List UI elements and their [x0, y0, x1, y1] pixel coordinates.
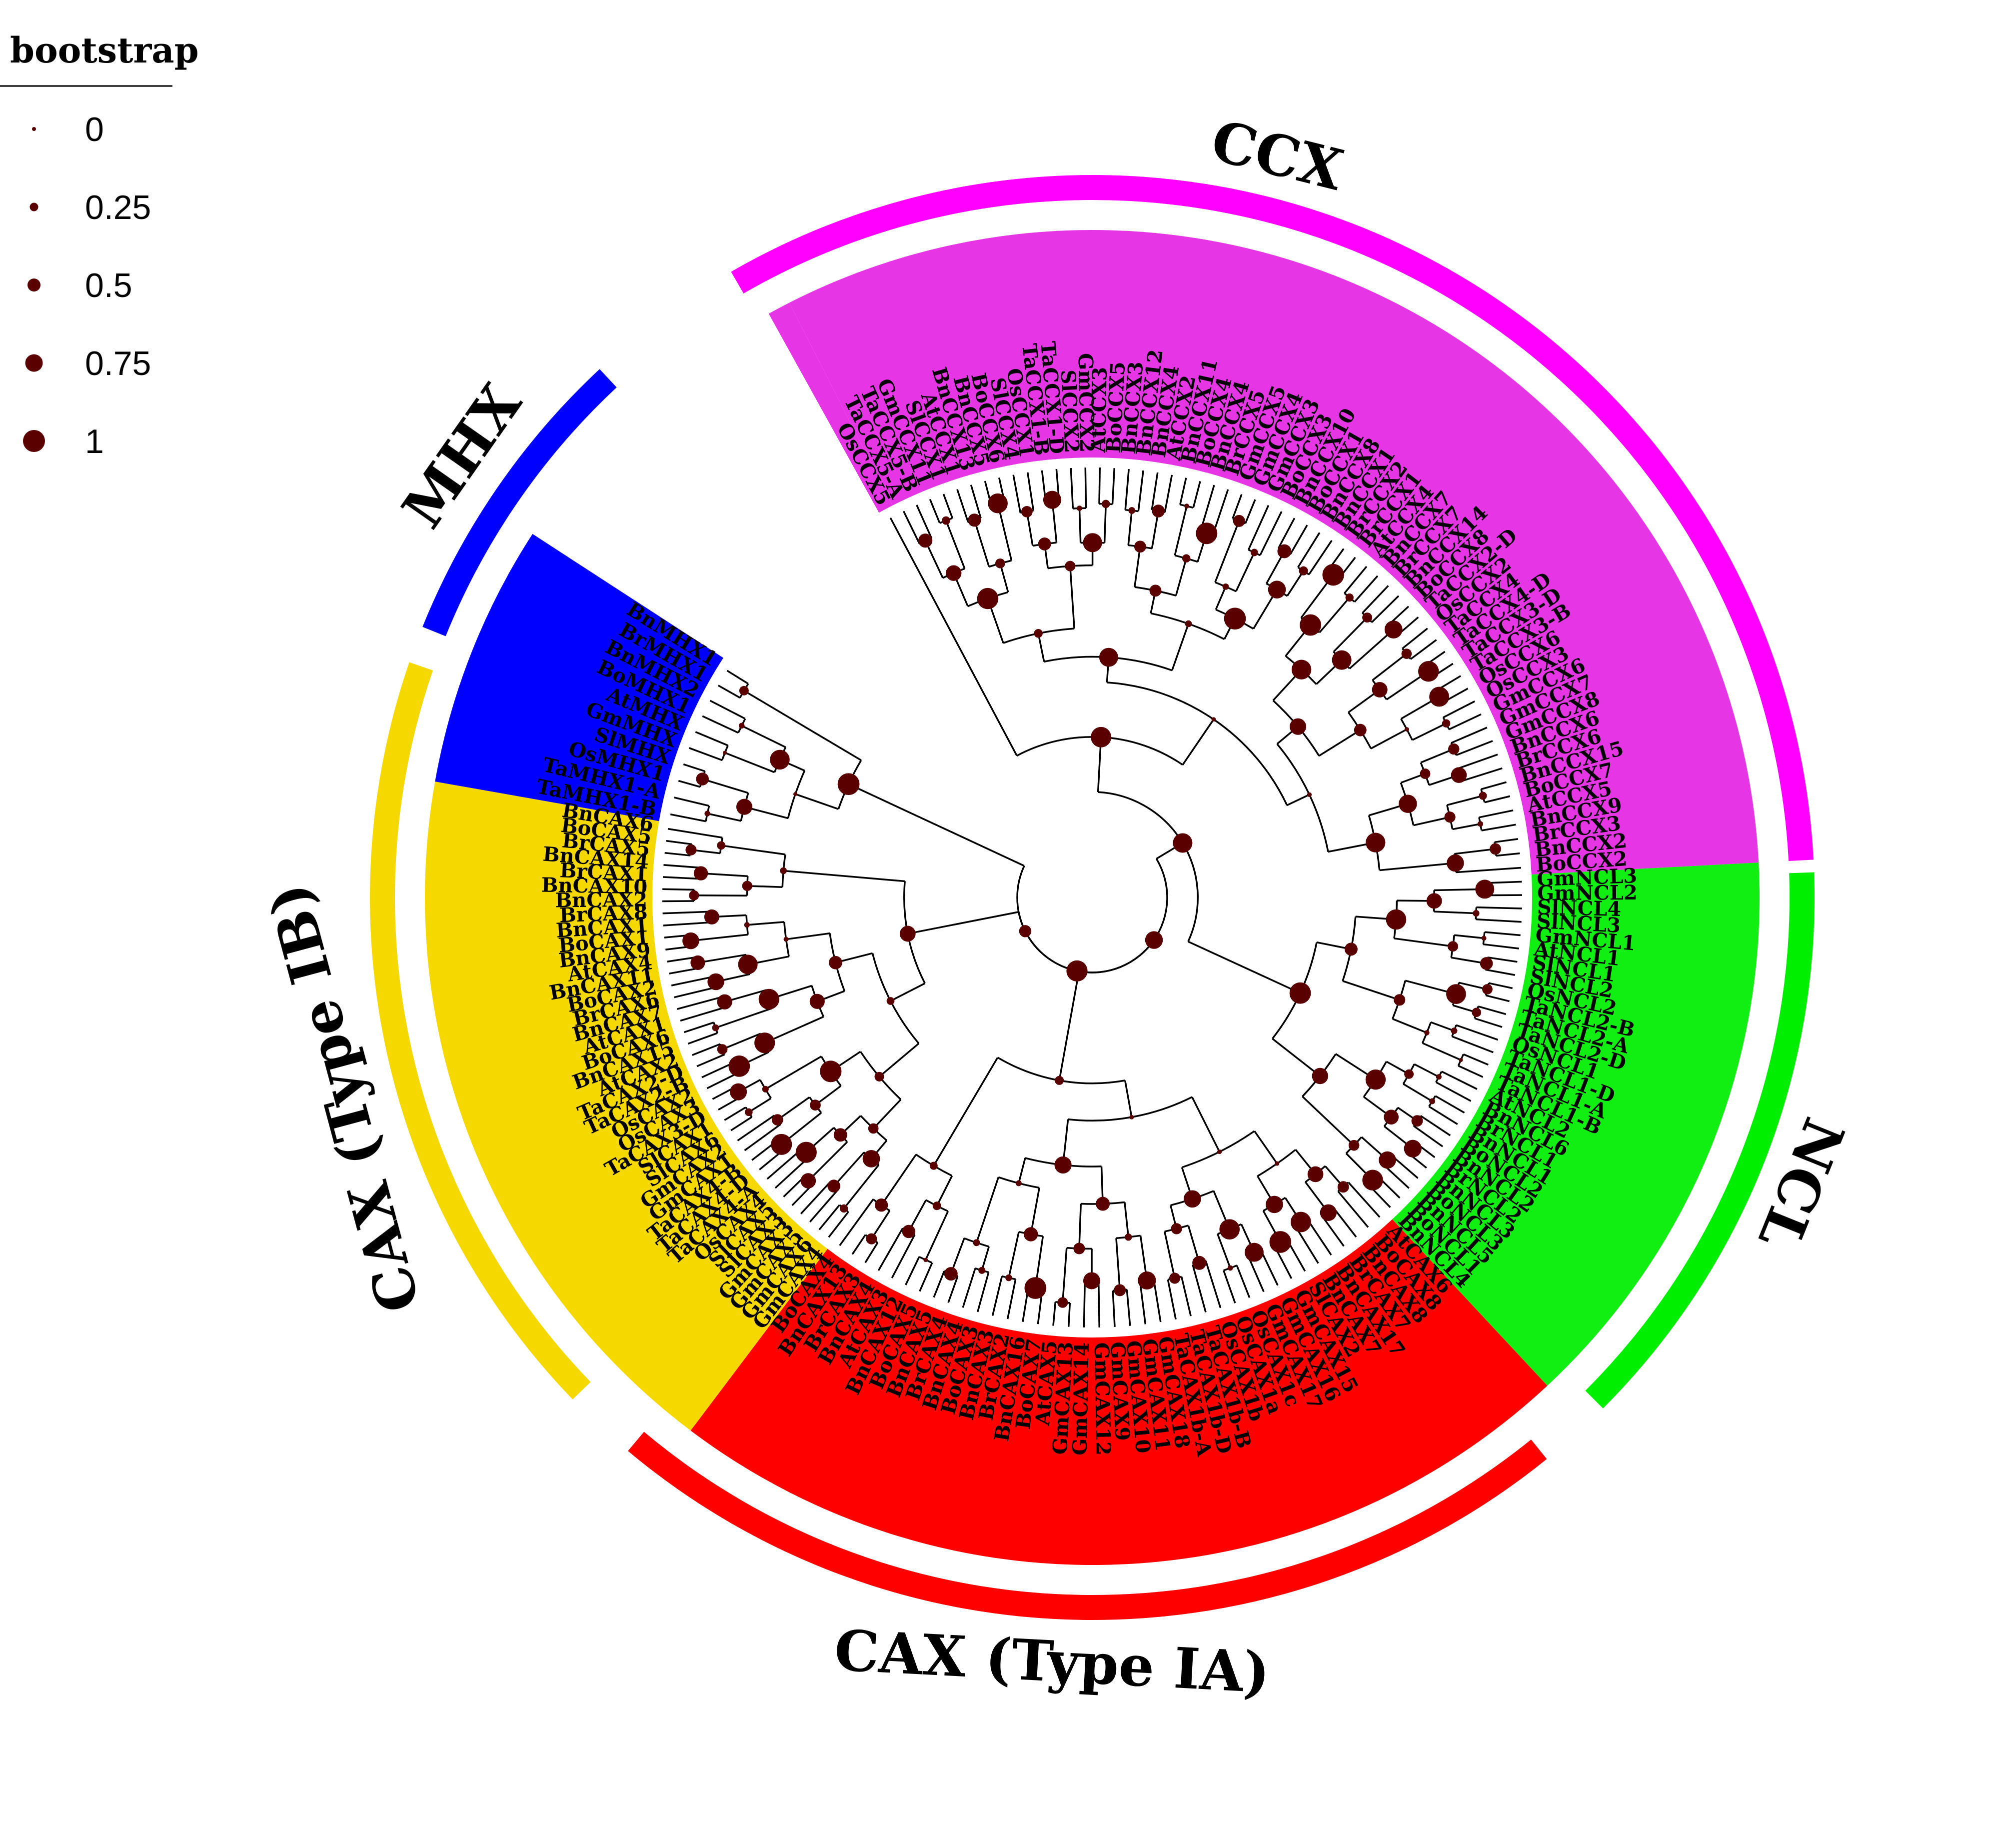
clade-arc-4 [422, 369, 617, 636]
bootstrap-nodes [682, 490, 1501, 1308]
leaf-label: BnCAX10 [541, 874, 647, 899]
clade-background-1 [1392, 862, 1760, 1386]
clade-background-2 [690, 1219, 1548, 1565]
clade-background-0 [789, 230, 1759, 874]
legend-label: 0.25 [85, 188, 151, 226]
leaf-label: SlNCL3 [1536, 910, 1621, 938]
clade-background-4 [435, 534, 723, 822]
leaf-label: BnCAX2 [555, 888, 647, 912]
leaf-labels: TaCCX5-ATaCCX5-BGmCCX11SlCCX1AtCCX1BnCCX… [534, 340, 1638, 1458]
clade-arc-3 [370, 662, 591, 1400]
leaf-label: GmCAX14 [1068, 1342, 1094, 1456]
clade-background-3 [425, 782, 828, 1431]
clade-outer-arcs [370, 174, 1815, 1620]
clade-arc-0 [731, 174, 1814, 861]
leaf-label: SlCCX2 [1056, 369, 1084, 454]
leaf-label: GmNCL3 [1536, 864, 1637, 891]
clade-label-backgrounds [425, 230, 1760, 1565]
legend-label: 0.5 [85, 266, 132, 304]
legend-dot [32, 127, 36, 131]
legend-dot [25, 354, 43, 372]
tree-branches [662, 468, 1522, 1328]
legend-label: 0 [85, 110, 104, 148]
leaf-label: GmNCL2 [1537, 881, 1638, 905]
clade-name-2: CAX (Type IA) [833, 1618, 1272, 1706]
legend-title: bootstrap [10, 30, 199, 71]
leaf-label: BrCAX1 [559, 858, 649, 886]
leaf-label: BoCCX5 [1102, 361, 1130, 454]
leaf-label: BrCAX8 [559, 900, 648, 927]
clade-arc-1 [1585, 872, 1815, 1408]
clade-arc-2 [628, 1432, 1547, 1620]
leaf-label: SlNCL4 [1537, 896, 1622, 921]
legend-dot [27, 278, 40, 292]
legend-dot [29, 202, 38, 212]
legend-label: 1 [85, 422, 104, 460]
clade-name-4: MHX [390, 372, 534, 540]
legend-label: 0.75 [85, 344, 151, 382]
clade-background-5 [768, 302, 893, 513]
leaf-label: GmCAX9 [1106, 1341, 1134, 1441]
bootstrap-legend: bootstrap 0 0.25 0.5 0.75 1 [0, 30, 199, 460]
legend-items: 0 0.25 0.5 0.75 1 [23, 110, 151, 460]
legend-dot [23, 430, 45, 452]
leaf-label: GmCCX2 [1074, 353, 1099, 453]
leaf-label: AtCCX3 [1087, 366, 1112, 453]
leaf-label: GmCAX12 [1090, 1342, 1115, 1456]
